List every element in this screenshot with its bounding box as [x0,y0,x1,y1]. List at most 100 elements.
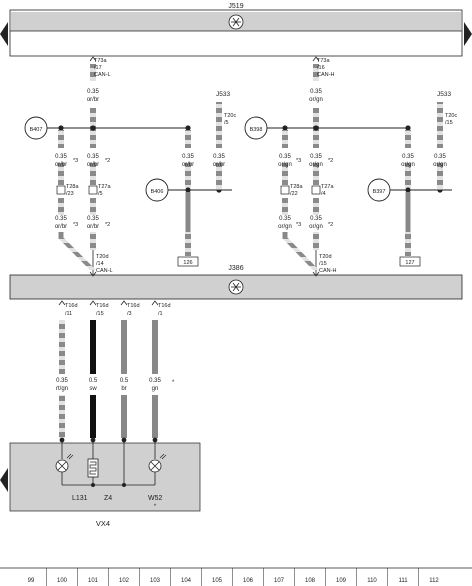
wire-color-label: rt/gn [56,386,68,392]
wire-color-label: or/gn [309,97,323,103]
wire-size-label: 0.35 [87,216,99,222]
wire-segment [90,64,96,81]
wire-gn [152,320,158,374]
pin-label: /15 [445,120,453,126]
wire-rt-gn [59,320,65,374]
junction-b397[interactable] [367,178,391,202]
wire-size-label: 0.35 [87,89,99,95]
wire-color-label: or/gn [278,162,292,168]
diagram-labels: T73a/17CAN-LT73a/16CAN-H0.35or/br0.35or/… [28,58,458,584]
footnote-mark: *3 [296,158,301,164]
module-j519-box [9,9,463,57]
pin-label: /22 [290,191,298,197]
wire-segment [185,130,191,148]
connector-label: T28a [290,184,303,190]
star-mark: * [154,504,157,510]
ground-ref-box-126[interactable] [177,256,199,267]
splice-dot [58,125,64,131]
pin-label: /23 [66,191,74,197]
connector-arrow-icon [312,56,320,62]
scale-number: 110 [367,578,377,584]
junction-b398[interactable] [244,116,268,140]
page-arrow-left-icon[interactable] [0,22,8,46]
signal-label: CAN-L [94,72,111,78]
wire-color-label: or/gn [309,162,323,168]
scale-number: 108 [305,578,316,584]
module-label-vx4: VX4 [96,519,110,528]
footnote-mark: *3 [296,222,301,228]
junction-label: B397 [373,189,386,195]
pin-label: /15 [319,261,327,267]
wire-br [121,395,127,438]
wire-segment [90,198,96,215]
component-label-z4: Z4 [104,495,112,502]
wire-size-label: 0.35 [213,154,225,160]
scale-number: 107 [274,578,285,584]
connector-arrow-icon [58,300,66,306]
wire-sw [90,320,96,374]
wire-segment [313,64,319,81]
pin-label: /5 [224,120,229,126]
wire-size-label: 0.35 [55,154,67,160]
wire-segment [437,163,443,190]
wire-color-label: or/gn [309,224,323,230]
footnote-mark: *3 [73,222,78,228]
signal-label: CAN-H [317,72,334,78]
scale-number: 100 [57,578,68,584]
scale-number: 101 [88,578,99,584]
wire-segment [58,198,64,215]
wire-merge [282,238,319,270]
ground-symbol-icon [228,14,244,30]
scale-ticks [46,568,419,586]
splice-dot [90,437,96,443]
wire-size-label: 0.35 [279,216,291,222]
wire-segment [90,163,96,185]
wire-size-label: 0.35 [55,216,67,222]
page-arrow-left-icon[interactable] [0,468,8,492]
module-label-j533: J533 [437,91,451,98]
scale-number: 111 [398,578,408,584]
pin-label: /11 [65,311,72,317]
inline-connector-icon [311,185,321,195]
pin-label: /3 [127,311,132,317]
connector-label: T20d [319,254,332,260]
splice-dot [59,437,65,443]
wire-color-label: or/br [213,162,225,168]
wire-sw [90,395,96,438]
scale-number: 105 [212,578,223,584]
wire-color-label: or/br [55,224,67,230]
ground-ref-box-127[interactable] [399,256,421,267]
wire-size-label: 0.5 [120,378,129,384]
connector-label: T73a [94,58,107,64]
wire-segment [58,130,64,148]
splice-dot [405,125,411,131]
heater-element-icon [87,458,99,478]
splice-dot [152,437,158,443]
wire-color-label: sw [89,386,97,392]
wire-segment [405,163,411,188]
signal-label: CAN-H [319,268,336,274]
star-mark: * [172,380,175,386]
pin-label: /5 [98,191,103,197]
junction-b407[interactable] [24,116,48,140]
wire-color-label: or/br [87,224,99,230]
connector-label: T28a [66,184,79,190]
footnote-mark: *2 [105,158,110,164]
connector-arrow-icon [89,300,97,306]
junction-b406[interactable] [145,178,169,202]
page-arrow-right-icon[interactable] [464,22,472,46]
wire-merge [58,238,96,270]
wire-segment [405,232,411,256]
connector-label: T20d [96,254,109,260]
ground-ref-label: 126 [183,260,192,266]
splice-dot [405,187,411,193]
footnote-mark: *2 [105,222,110,228]
wire-color-label: or/gn [401,162,415,168]
wire-segment [313,163,319,185]
wire-color-label: gn [152,386,159,392]
module-label-j533: J533 [216,91,230,98]
wire-gn [152,395,158,438]
wire-segment [90,232,96,250]
pin-label: /4 [321,191,326,197]
wire-size-label: 0.35 [310,89,322,95]
